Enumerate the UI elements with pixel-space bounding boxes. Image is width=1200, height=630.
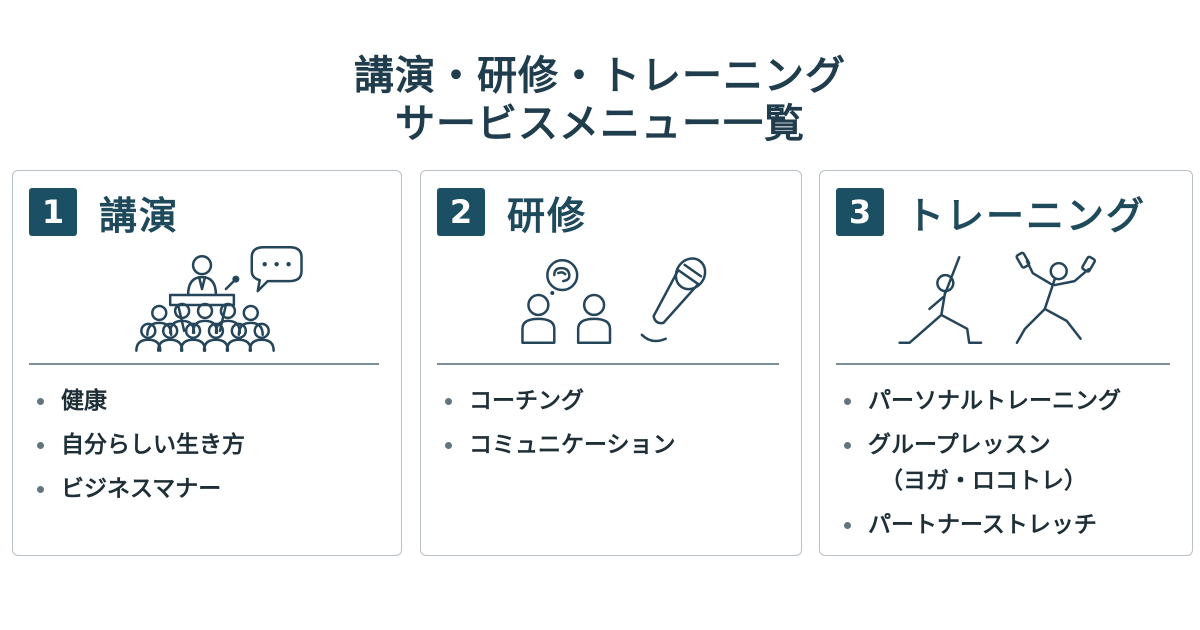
card-item-list: 健康 自分らしい生き方 ビジネスマナー [33,379,245,511]
card-personal-training: 3 トレーニング パーソナルトレーニング グループレッスン （ヨガ・ロコトレ） … [819,170,1193,556]
list-item-subtext: （ヨガ・ロコトレ） [880,468,1087,494]
card-item-list: パーソナルトレーニング グループレッスン （ヨガ・ロコトレ） パートナーストレッ… [840,379,1121,547]
card-item-list: コーチング コミュニケーション [441,379,676,467]
card-header: 2 研修 [437,187,588,238]
card-title: 講演 [99,193,180,238]
list-item: 健康 [33,379,245,423]
page-title-line-2: サービスメニュー一覧 [395,101,805,147]
card-title: トレーニング [906,193,1147,238]
list-item: コーチング [441,379,676,423]
card-number-badge: 2 [437,188,485,236]
card-divider [437,363,779,365]
exercise-figures-icon [898,251,1096,345]
card-number-badge: 3 [836,188,884,236]
card-number-badge: 1 [29,188,77,236]
card-lecture: 1 講演 [12,170,402,556]
card-divider [836,363,1170,365]
list-item: ビジネスマナー [33,467,245,511]
coaching-microphone-icon [521,257,707,345]
card-training: 2 研修 コーチング コミュニケーション [420,170,802,556]
lecture-audience-icon [135,246,303,352]
list-item: パーソナルトレーニング [840,379,1121,423]
list-item: コミュニケーション [441,423,676,467]
card-divider [29,363,379,365]
page-title-line-1: 講演・研修・トレーニング [354,53,846,99]
page-title: 講演・研修・トレーニング サービスメニュー一覧 [0,52,1200,148]
list-item: 自分らしい生き方 [33,423,245,467]
card-header: 3 トレーニング [836,187,1147,238]
list-item: グループレッスン [840,423,1121,467]
card-title: 研修 [507,193,588,238]
card-header: 1 講演 [29,187,180,238]
list-item: パートナーストレッチ [840,503,1121,547]
